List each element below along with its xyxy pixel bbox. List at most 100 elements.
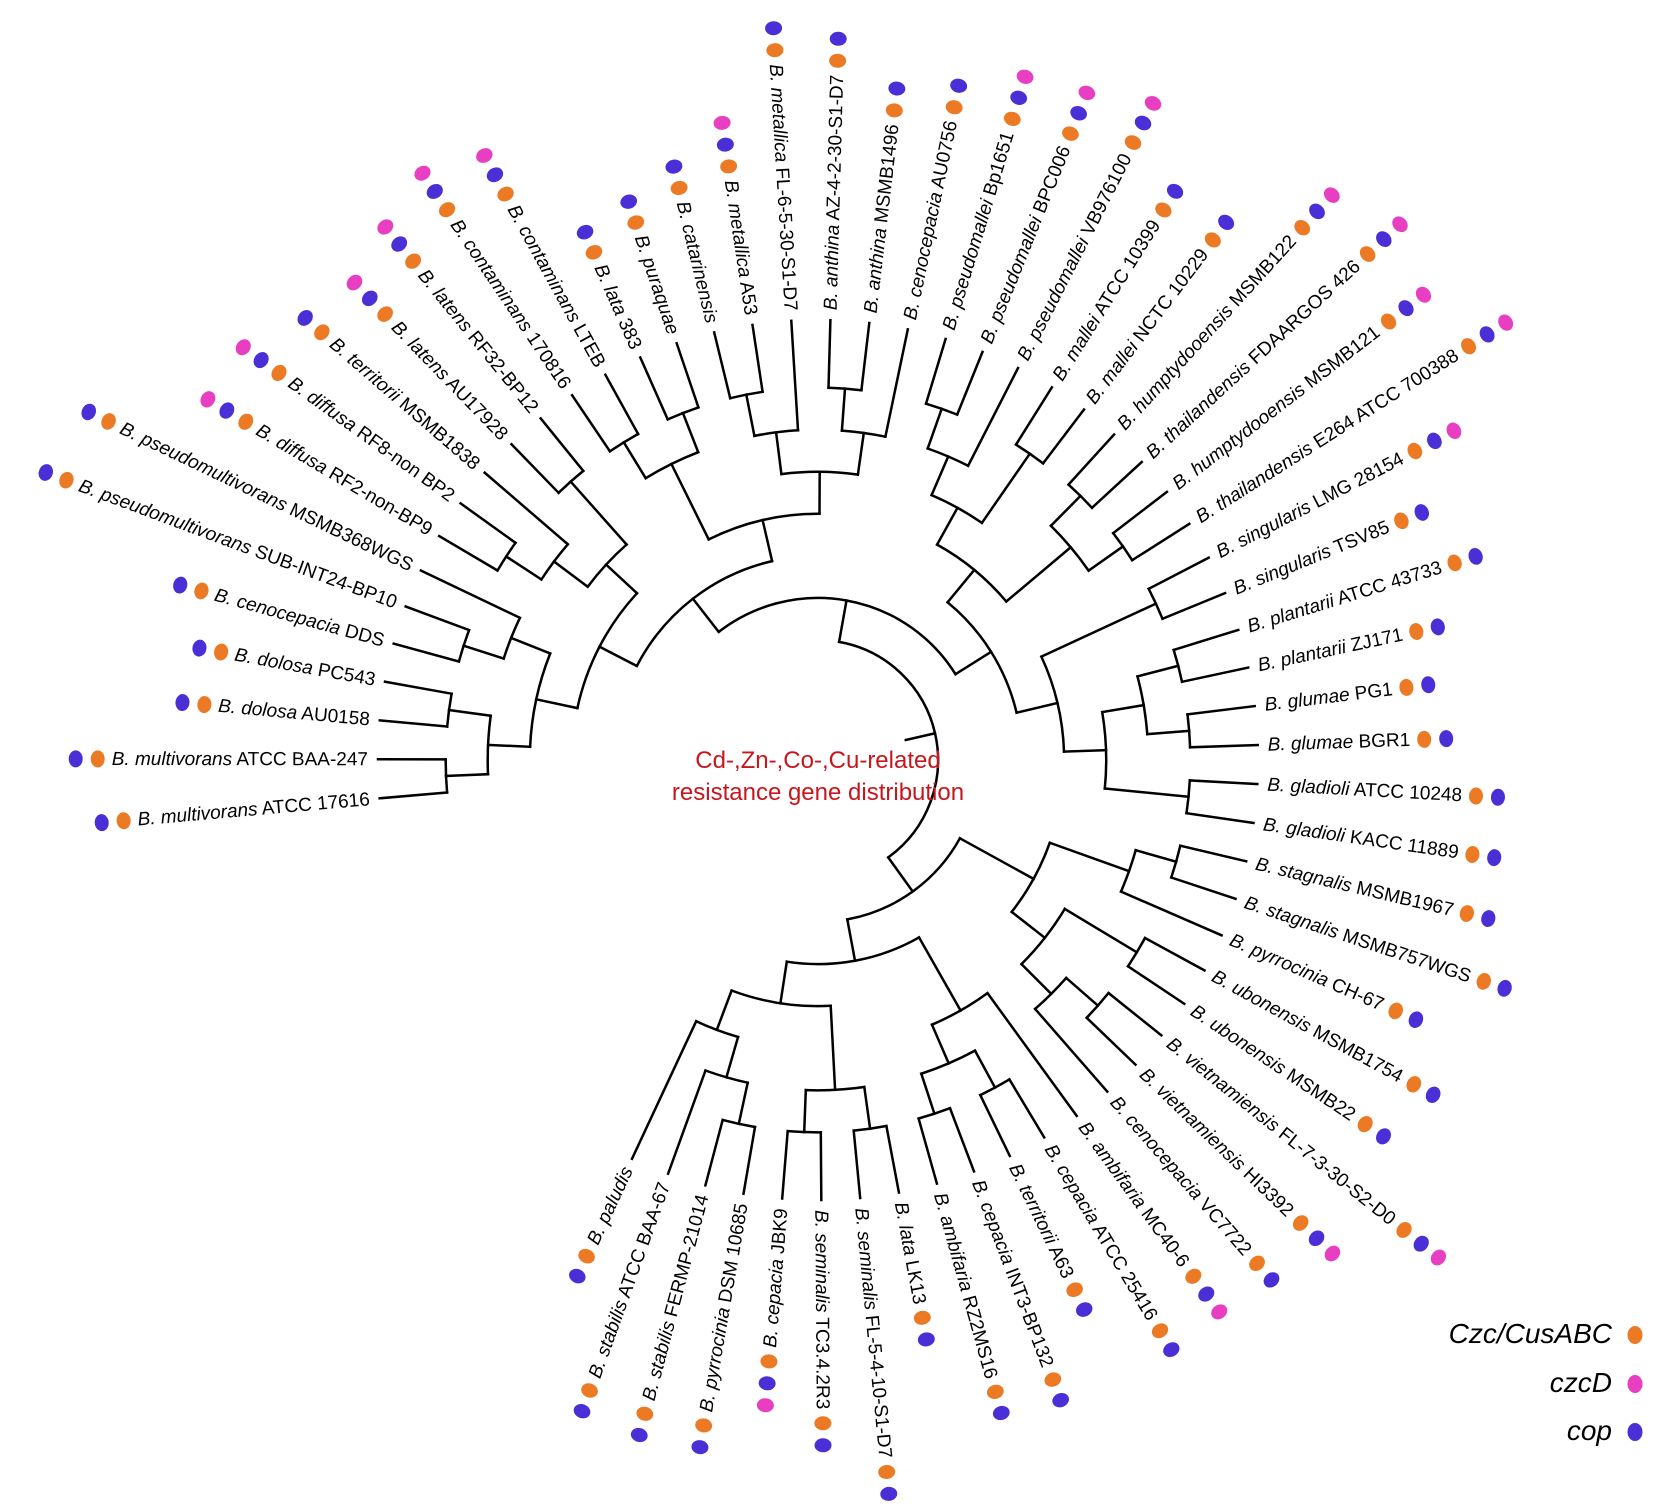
legend-label-cop: cop: [1567, 1415, 1612, 1446]
branch-line: [1090, 460, 1144, 510]
branch-arc: [635, 559, 774, 668]
gene-dot-cop: [1414, 504, 1430, 521]
gene-dot-czccusabc: [636, 1406, 654, 1421]
gene-dot-cop: [1134, 115, 1152, 131]
branch-line: [856, 431, 866, 477]
branch-line: [630, 1019, 698, 1161]
gene-dot-cop: [1430, 618, 1445, 636]
branch-line: [383, 680, 454, 696]
taxon-strain: A53: [735, 276, 761, 317]
branch-line: [1086, 544, 1125, 573]
gene-dot-czcd: [1016, 69, 1034, 84]
taxon-name: B. anthina AZ-4-2-30-S1-D7: [820, 74, 848, 310]
gene-dot-cop: [426, 183, 443, 199]
gene-dot-czccusabc: [1204, 232, 1221, 248]
branch-arc: [924, 402, 959, 417]
gene-dot-czcd: [200, 391, 216, 408]
branch-arc: [780, 470, 860, 477]
branch-arc: [729, 988, 833, 1008]
taxon-strain: DDS: [337, 619, 386, 651]
gene-dot-cop: [1468, 548, 1483, 565]
branch-line: [884, 1124, 901, 1194]
taxon-strain: PC543: [311, 658, 377, 690]
gene-dot-cop: [814, 1438, 832, 1453]
taxon-strain: A63: [1043, 1238, 1078, 1281]
branch-line: [504, 554, 544, 582]
taxon-species: multivorans: [135, 748, 233, 769]
branch-line: [860, 321, 871, 392]
gene-dot-czccusabc: [1388, 1002, 1403, 1020]
gene-dot-czccusabc: [1476, 973, 1491, 990]
taxon-strain: FERMP-21014: [659, 1192, 713, 1324]
taxon-species: stabilis: [644, 1318, 679, 1380]
taxon-genus: B.: [233, 644, 260, 669]
taxon-label: B. seminalis TC3.4.2R3: [811, 1210, 833, 1453]
gene-dot-czccusabc: [878, 1464, 896, 1479]
taxon-species: territorii: [343, 349, 405, 407]
taxon-species: diffusa: [273, 432, 332, 479]
gene-dot-cop: [81, 403, 97, 421]
gene-dot-czccusabc: [581, 1383, 598, 1398]
gene-dot-cop: [630, 1427, 648, 1443]
taxon-species: cenocepacia: [904, 190, 946, 299]
branch-line: [930, 1023, 951, 1065]
gene-dot-cop: [1427, 432, 1442, 450]
gene-dot-cop: [1376, 231, 1392, 248]
branch-line: [378, 719, 449, 728]
branch-line: [883, 327, 910, 439]
branch-arc: [978, 1077, 1012, 1097]
gene-dot-cop: [950, 78, 968, 93]
branch-arc: [444, 758, 449, 794]
gene-dot-czccusabc: [497, 186, 514, 202]
taxon-label: B. seminalis FL-5-4-10-S1-D7: [851, 1207, 898, 1501]
gene-dot-cop: [1398, 300, 1414, 317]
taxon-strain: ATCC BAA-247: [232, 749, 368, 770]
branch-line: [482, 470, 570, 547]
legend-item-cop: cop: [1567, 1415, 1643, 1446]
taxon-strain: PG1: [1348, 679, 1394, 705]
branch-line: [1007, 1077, 1046, 1140]
gene-dot-czcd: [377, 219, 394, 235]
branch-line: [437, 534, 500, 573]
gene-dot-czcd: [235, 339, 251, 356]
taxon-name: B. latens AU17928: [387, 317, 512, 445]
branch-line: [1119, 889, 1224, 937]
taxon-species: seminalis: [853, 1230, 882, 1311]
branch-line: [1145, 729, 1191, 736]
branch-line: [1063, 907, 1139, 955]
gene-dot-czccusabc: [271, 364, 287, 381]
branch-line: [774, 431, 783, 476]
branch-line: [780, 1129, 790, 1200]
branch-line: [744, 393, 756, 438]
branch-arc: [930, 991, 990, 1027]
taxon-name: B. gladioli KACC 11889: [1262, 814, 1460, 863]
branch-line: [819, 1131, 823, 1202]
gene-dot-czccusabc: [1249, 1255, 1265, 1271]
taxon-name: B. glumae PG1: [1263, 679, 1393, 716]
gene-dot-cop: [1075, 1302, 1093, 1317]
taxon-name: B. mallei ATCC 10399: [1048, 216, 1164, 384]
taxon-name: B. singularis LMG 28154: [1213, 448, 1408, 563]
gene-dot-cop: [1263, 1272, 1280, 1288]
branch-line: [703, 1118, 725, 1187]
branch-arc: [608, 432, 640, 454]
branch-line: [1084, 1016, 1138, 1067]
gene-dot-cop: [297, 310, 313, 326]
taxon-species: pyrrocinia: [1247, 939, 1332, 991]
gene-dot-cop: [576, 224, 594, 240]
taxon-species: territorii: [1015, 1181, 1062, 1248]
branch-line: [1134, 848, 1178, 864]
branch-arc: [1039, 654, 1066, 753]
branch-line: [1041, 407, 1086, 466]
gene-dot-czccusabc: [1185, 1268, 1202, 1284]
gene-dot-cop: [888, 81, 906, 96]
taxon-label: B. multivorans ATCC BAA-247: [68, 748, 368, 770]
gene-dot-cop: [1166, 183, 1184, 199]
taxon-name: B. paludis: [583, 1163, 638, 1248]
taxon-name: B. seminalis FL-5-4-10-S1-D7: [851, 1207, 896, 1459]
branch-line: [675, 341, 700, 409]
branch-line: [829, 1004, 837, 1092]
gene-dot-czccusabc: [1294, 219, 1311, 236]
branch-arc: [539, 542, 570, 582]
branch-line: [742, 1125, 757, 1196]
